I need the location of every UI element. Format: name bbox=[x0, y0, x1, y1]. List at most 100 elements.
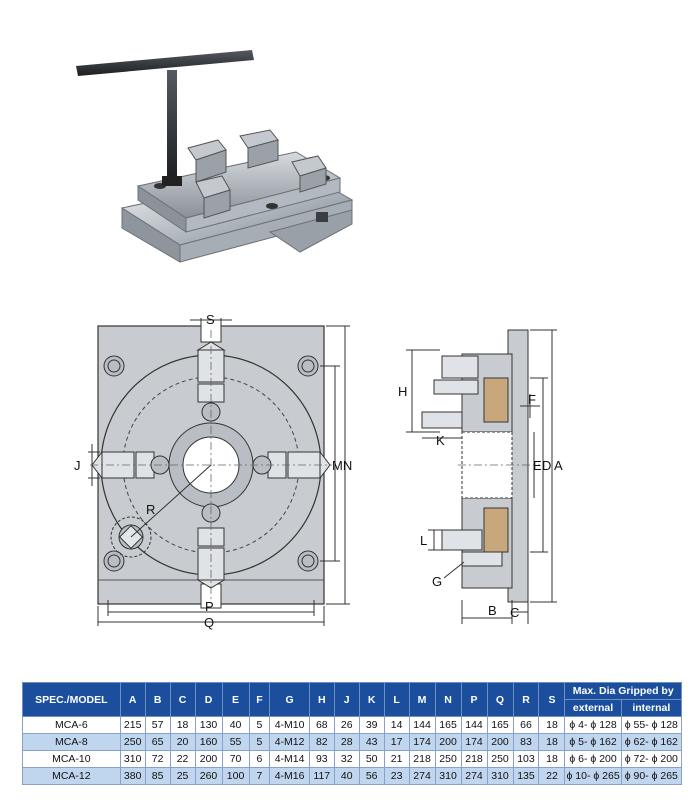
spec-cell: 274 bbox=[460, 767, 488, 785]
spec-cell: 32 bbox=[333, 750, 360, 768]
spec-cell: 4-M10 bbox=[269, 716, 310, 734]
spec-cell: 5 bbox=[248, 733, 271, 751]
spec-cell: 103 bbox=[512, 750, 540, 768]
spec-cell: 23 bbox=[383, 767, 410, 785]
header-f: F bbox=[248, 682, 271, 717]
header-j: J bbox=[333, 682, 360, 717]
front-view: S J R P Q MN bbox=[74, 312, 352, 630]
spec-cell: 22 bbox=[169, 750, 196, 768]
header-internal: internal bbox=[620, 699, 683, 717]
dim-label-g: G bbox=[432, 574, 442, 589]
dim-label-q: Q bbox=[204, 615, 214, 630]
max-dia-external-cell: ϕ 10- ϕ 265 bbox=[564, 767, 622, 785]
model-cell: MCA-10 bbox=[22, 750, 121, 768]
dim-label-l: L bbox=[420, 533, 427, 548]
technical-drawing: S J R P Q MN bbox=[74, 312, 563, 630]
header-a: A bbox=[119, 682, 146, 717]
spec-cell: 5 bbox=[248, 716, 271, 734]
spec-cell: 130 bbox=[194, 716, 223, 734]
header-h: H bbox=[308, 682, 335, 717]
subheader-row: external internal bbox=[23, 699, 683, 717]
spec-cell: 174 bbox=[408, 733, 436, 751]
spec-cell: 250 bbox=[486, 750, 514, 768]
max-dia-internal-cell: ϕ 90- ϕ 265 bbox=[620, 767, 683, 785]
spec-cell: 40 bbox=[333, 767, 360, 785]
spec-cell: 100 bbox=[221, 767, 250, 785]
spec-cell: 25 bbox=[169, 767, 196, 785]
header-external: external bbox=[564, 699, 622, 717]
header-d: D bbox=[194, 682, 223, 717]
dim-label-e: E bbox=[533, 458, 542, 473]
spec-cell: 72 bbox=[144, 750, 171, 768]
dim-label-a: A bbox=[554, 458, 563, 473]
spec-cell: 22 bbox=[538, 767, 566, 785]
spec-cell: 20 bbox=[169, 733, 196, 751]
spec-cell: 218 bbox=[408, 750, 436, 768]
spec-cell: 14 bbox=[383, 716, 410, 734]
dim-label-f: F bbox=[528, 392, 536, 407]
spec-cell: 218 bbox=[460, 750, 488, 768]
spec-cell: 144 bbox=[460, 716, 488, 734]
dim-label-j: J bbox=[74, 458, 81, 473]
spec-cell: 55 bbox=[221, 733, 250, 751]
spec-cell: 50 bbox=[358, 750, 385, 768]
header-e: E bbox=[221, 682, 250, 717]
spec-cell: 18 bbox=[169, 716, 196, 734]
spec-cell: 7 bbox=[248, 767, 271, 785]
dim-label-s: S bbox=[206, 312, 215, 327]
model-cell: MCA-8 bbox=[22, 733, 121, 751]
header-p: P bbox=[460, 682, 488, 717]
spec-cell: 39 bbox=[358, 716, 385, 734]
spec-cell: 250 bbox=[119, 733, 146, 751]
dim-label-h: H bbox=[398, 384, 407, 399]
spec-cell: 70 bbox=[221, 750, 250, 768]
side-view: H K F E D A L G B C bbox=[398, 329, 563, 624]
spec-cell: 380 bbox=[119, 767, 146, 785]
header-b: B bbox=[144, 682, 171, 717]
dim-label-b: B bbox=[488, 603, 497, 618]
max-dia-internal-cell: ϕ 72- ϕ 200 bbox=[620, 750, 683, 768]
product-photo bbox=[76, 50, 354, 263]
header-model: SPEC./MODEL bbox=[22, 682, 121, 717]
spec-cell: 6 bbox=[248, 750, 271, 768]
dim-label-d: D bbox=[542, 458, 551, 473]
max-dia-internal-cell: ϕ 62- ϕ 162 bbox=[620, 733, 683, 751]
header-g: G bbox=[269, 682, 310, 717]
spec-cell: 18 bbox=[538, 733, 566, 751]
spec-cell: 18 bbox=[538, 716, 566, 734]
header-c: C bbox=[169, 682, 196, 717]
dim-label-r: R bbox=[146, 502, 155, 517]
max-dia-external-cell: ϕ 6- ϕ 200 bbox=[564, 750, 622, 768]
spec-cell: 135 bbox=[512, 767, 540, 785]
spec-cell: 4-M14 bbox=[269, 750, 310, 768]
spec-cell: 274 bbox=[408, 767, 436, 785]
spec-cell: 200 bbox=[434, 733, 462, 751]
header-row: SPEC./MODEL A B C D E F G H J K L M N P … bbox=[22, 682, 682, 717]
spec-cell: 68 bbox=[308, 716, 335, 734]
spec-cell: 43 bbox=[358, 733, 385, 751]
model-cell: MCA-12 bbox=[22, 767, 121, 785]
header-max-dia: Max. Dia Gripped by bbox=[564, 682, 682, 700]
spec-cell: 200 bbox=[486, 733, 514, 751]
spec-cell: 260 bbox=[194, 767, 223, 785]
spec-cell: 4-M16 bbox=[269, 767, 310, 785]
max-dia-external-cell: ϕ 4- ϕ 128 bbox=[564, 716, 622, 734]
spec-cell: 83 bbox=[512, 733, 540, 751]
spec-cell: 18 bbox=[538, 750, 566, 768]
header-n: N bbox=[434, 682, 462, 717]
dim-label-k: K bbox=[436, 433, 445, 448]
spec-cell: 200 bbox=[194, 750, 223, 768]
spec-cell: 93 bbox=[308, 750, 335, 768]
header-r: R bbox=[512, 682, 540, 717]
header-q: Q bbox=[486, 682, 514, 717]
spec-cell: 310 bbox=[486, 767, 514, 785]
dim-label-mn: MN bbox=[332, 458, 352, 473]
spec-cell: 85 bbox=[144, 767, 171, 785]
max-dia-external-cell: ϕ 5- ϕ 162 bbox=[564, 733, 622, 751]
spec-cell: 165 bbox=[434, 716, 462, 734]
spec-cell: 26 bbox=[333, 716, 360, 734]
spec-cell: 215 bbox=[119, 716, 146, 734]
